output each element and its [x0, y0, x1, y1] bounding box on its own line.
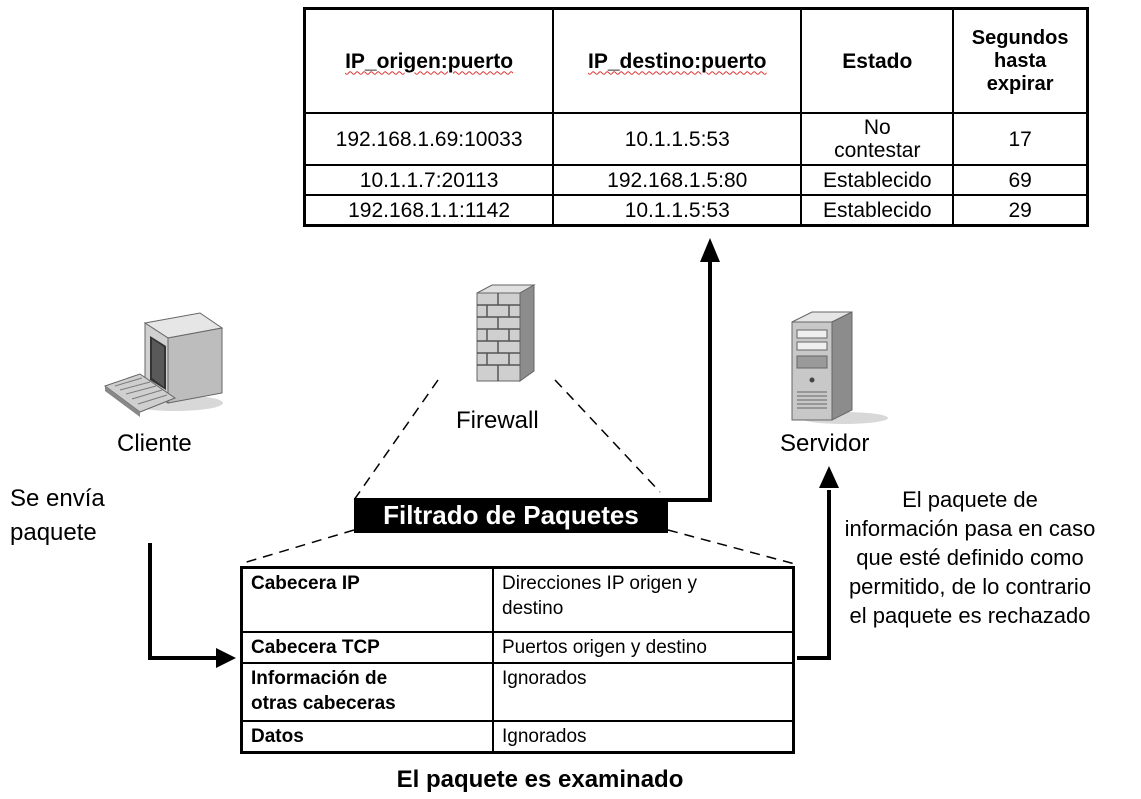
- header-state: Estado: [800, 7, 955, 114]
- banner-dashed-right: [667, 529, 796, 565]
- client-to-filter-arrowhead: [216, 648, 236, 668]
- cell-source: 192.168.1.1:1142: [303, 194, 555, 227]
- cell-seconds: 17: [952, 112, 1089, 166]
- filter-to-state-table-arrowhead: [700, 238, 720, 262]
- cell-state: Establecido: [800, 164, 955, 196]
- client-to-filter-arrow: [148, 543, 218, 660]
- packet-field-name: Cabecera IP: [240, 566, 494, 633]
- cell-source: 192.168.1.69:10033: [303, 112, 555, 166]
- client-label: Cliente: [117, 430, 192, 457]
- brick-wall-icon: [476, 284, 536, 382]
- packet-field-action: Ignorados: [492, 720, 795, 754]
- filter-to-state-table-arrow: [663, 262, 712, 502]
- header-dest-ip: IP_destino:puerto: [552, 7, 803, 114]
- table-row: Cabecera TCP Puertos origen y destino: [240, 631, 795, 664]
- cell-source: 10.1.1.7:20113: [303, 164, 555, 196]
- state-table-header-row: IP_origen:puerto IP_destino:puerto Estad…: [303, 7, 1089, 114]
- desktop-computer-icon: [103, 312, 224, 417]
- banner-dashed-left: [239, 529, 355, 565]
- cell-state: Establecido: [800, 194, 955, 227]
- filter-outcome-note: El paquete de información pasa en caso q…: [844, 487, 1096, 628]
- packet-header-table: Cabecera IP Direcciones IP origen y dest…: [240, 566, 795, 754]
- firewall-label: Firewall: [456, 407, 539, 434]
- tower-server-icon: [791, 311, 888, 424]
- table-row: 192.168.1.69:10033 10.1.1.5:53 No contes…: [303, 112, 1089, 166]
- cell-seconds: 29: [952, 194, 1089, 227]
- firewall-dashed-right: [554, 379, 661, 493]
- packet-field-name: Cabecera TCP: [240, 631, 494, 664]
- packet-filtering-banner: Filtrado de Paquetes: [354, 498, 668, 533]
- packet-field-action: Ignorados: [492, 662, 795, 722]
- header-expiry-seconds: Segundos hasta expirar: [952, 7, 1089, 114]
- table-row: Datos Ignorados: [240, 720, 795, 754]
- packet-examined-caption: El paquete es examinado: [396, 766, 684, 793]
- cell-dest: 192.168.1.5:80: [552, 164, 803, 196]
- cell-state: No contestar: [800, 112, 955, 166]
- filter-to-server-arrowhead: [819, 466, 839, 488]
- server-label: Servidor: [780, 430, 870, 457]
- cell-dest: 10.1.1.5:53: [552, 194, 803, 227]
- packet-field-action: Direcciones IP origen y destino: [492, 566, 795, 633]
- connection-state-table: IP_origen:puerto IP_destino:puerto Estad…: [303, 7, 1089, 227]
- filter-to-server-arrow: [797, 490, 831, 660]
- sent-packet-line2: paquete: [10, 519, 97, 546]
- cell-dest: 10.1.1.5:53: [552, 112, 803, 166]
- table-row: Cabecera IP Direcciones IP origen y dest…: [240, 566, 795, 633]
- table-row: 10.1.1.7:20113 192.168.1.5:80 Establecid…: [303, 164, 1089, 196]
- table-row: Información de otras cabeceras Ignorados: [240, 662, 795, 722]
- packet-field-name: Información de otras cabeceras: [240, 662, 494, 722]
- sent-packet-line1: Se envía: [10, 485, 105, 512]
- table-row: 192.168.1.1:1142 10.1.1.5:53 Establecido…: [303, 194, 1089, 227]
- packet-field-action: Puertos origen y destino: [492, 631, 795, 664]
- cell-seconds: 69: [952, 164, 1089, 196]
- packet-field-name: Datos: [240, 720, 494, 754]
- firewall-dashed-left: [353, 379, 439, 501]
- header-source-ip: IP_origen:puerto: [303, 7, 555, 114]
